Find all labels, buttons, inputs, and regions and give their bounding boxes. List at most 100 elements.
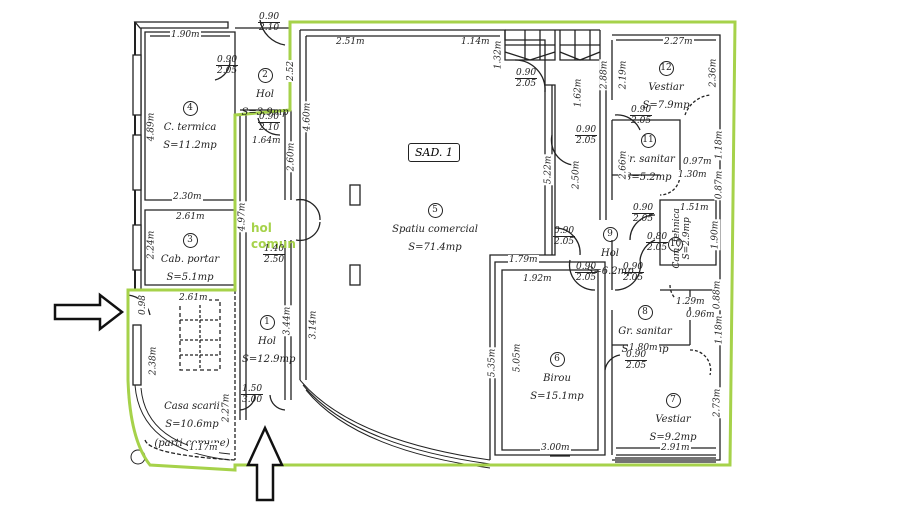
- room-area: S=6.2mp: [586, 266, 634, 278]
- room-1: 1 Hol S=12.9mp: [242, 310, 296, 367]
- room-area: S=10.6mp: [165, 419, 219, 431]
- room-number: 5: [427, 203, 443, 218]
- room-number: 2: [257, 68, 273, 83]
- room-number: 12: [658, 61, 674, 76]
- dimension: 1.51m: [679, 203, 710, 213]
- room-name: Hol: [256, 89, 274, 100]
- room-name: C. termica: [163, 122, 217, 133]
- dimension: 1.80m: [628, 343, 659, 353]
- dimension: 3.14m: [308, 309, 319, 341]
- room-name: Cam. tehnica: [672, 208, 683, 269]
- room-number: 4: [182, 101, 198, 116]
- dimension: 1.79m: [508, 255, 539, 265]
- dimension: 4.89m: [146, 111, 157, 143]
- dimension: 2.27m: [663, 37, 694, 47]
- room-name: Gr. sanitar: [618, 326, 672, 337]
- dimension: 2.66m: [618, 149, 629, 181]
- dimension: 1.62m: [573, 77, 584, 109]
- unit-title: SAD. 1: [408, 143, 460, 162]
- dimension: 2.36m: [708, 57, 719, 89]
- room-11: 11 Gr. sanitar S=5.2mp: [618, 128, 678, 185]
- dimension: 1.18m: [714, 129, 725, 161]
- dimension: 4.60m: [302, 101, 313, 133]
- room-number: 10: [668, 237, 683, 252]
- dimension: 2.19m: [618, 59, 629, 91]
- room-name: Vestiar: [648, 82, 684, 93]
- room-number: 7: [665, 393, 681, 408]
- dimension: 0.97m: [682, 157, 713, 167]
- entrance-arrows: [53, 292, 284, 502]
- dimension: 1.18m: [714, 314, 725, 346]
- room-number: 1: [259, 315, 275, 330]
- entrance-arrow-left: [53, 292, 125, 332]
- dimension: 1.17m: [188, 443, 219, 453]
- room-name: Spatiu comercial: [392, 224, 478, 235]
- room-2: 2 Hol S=3.9mp: [240, 63, 290, 120]
- room-casa-scarii: Casa scarii S=10.6mp (parti comune): [152, 395, 232, 450]
- dimension: 5.22m: [543, 154, 554, 186]
- room-name: Casa scarii: [164, 401, 220, 412]
- room-name: Birou: [543, 373, 571, 384]
- dimension: 1.30m: [677, 170, 708, 180]
- room-name: Cab. portar: [160, 254, 220, 265]
- room-name: Gr. sanitar: [621, 154, 675, 165]
- dimension: 2.61m: [178, 293, 209, 303]
- dimension: 2.60m: [286, 141, 297, 173]
- dimension: 2.30m: [172, 192, 203, 202]
- dimension: 0.87m: [714, 169, 725, 201]
- common-hall-label-line2: comun: [251, 237, 296, 251]
- room-area: S=5.2mp: [624, 172, 672, 184]
- room-number: 3: [182, 233, 198, 248]
- room-area: S=5.1mp: [166, 272, 214, 284]
- dimension: 1.64m: [251, 136, 282, 146]
- room-10-number: 10: [668, 232, 683, 252]
- room-area: S=3.9mp: [241, 107, 289, 119]
- dimension: 2.38m: [148, 345, 159, 377]
- room-5: 5 Spatiu comercial S=71.4mp: [385, 198, 485, 255]
- dimension: 2.24m: [146, 229, 157, 261]
- dimension: 0.88m: [712, 279, 723, 311]
- dimension: 5.35m: [487, 347, 498, 379]
- dimension: 2.51m: [335, 37, 366, 47]
- room-4: 4 C. termica S=11.2mp: [160, 96, 220, 153]
- dimension: 2.61m: [175, 212, 206, 222]
- dimension: 4.97m: [237, 201, 248, 233]
- dimension: 2.52: [286, 59, 297, 83]
- dimension: 1.32m: [493, 39, 504, 71]
- dimension: 3.44m: [282, 305, 293, 337]
- dimension: 5.05m: [512, 342, 523, 374]
- room-number: 11: [640, 133, 656, 148]
- dimension: 2.73m: [712, 387, 723, 419]
- dimension: 1.90m: [170, 30, 201, 40]
- dimension: 1.90m: [710, 219, 721, 251]
- room-number: 8: [637, 305, 653, 320]
- room-10: Cam. tehnica S=2.9mp: [672, 206, 693, 271]
- room-area: S=7.9mp: [642, 100, 690, 112]
- room-area: S=71.4mp: [408, 242, 462, 254]
- entrance-arrow-bottom: [246, 425, 284, 502]
- dimension: 3.00m: [540, 443, 571, 453]
- room-area: S=11.2mp: [163, 140, 217, 152]
- room-area: S=2.9mp: [682, 217, 693, 260]
- dimension: 1.29m: [675, 297, 706, 307]
- room-6: 6 Birou S=15.1mp: [527, 347, 587, 404]
- dimension: 2.27m: [221, 392, 232, 424]
- dimension: 2.88m: [599, 59, 610, 91]
- room-name: Vestiar: [655, 414, 691, 425]
- room-area: S=12.9mp: [242, 354, 296, 366]
- dimension: 1.14m: [460, 37, 491, 47]
- room-9: 9 Hol S=6.2mp: [585, 222, 635, 279]
